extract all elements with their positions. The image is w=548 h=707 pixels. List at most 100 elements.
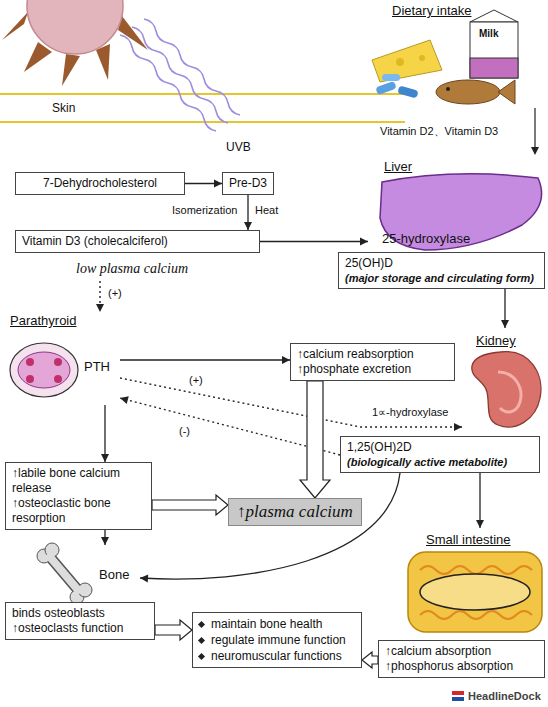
- bullet-item: maintain bone health: [199, 616, 355, 632]
- arrow-head: [282, 356, 290, 364]
- kidney-organ: Kidney: [462, 328, 545, 432]
- process-box: Vitamin D3 (cholecalciferol): [15, 230, 260, 253]
- food-figure: [372, 10, 518, 104]
- arrow-head: [120, 396, 129, 404]
- edge-label: (+): [188, 373, 204, 387]
- metabolite-box: 25(OH)D(major storage and circulating fo…: [338, 252, 545, 289]
- node-text: ↑osteoclastic bone resorption: [12, 496, 145, 526]
- connector: [476, 473, 484, 528]
- node-text: (biologically active metabolite): [347, 455, 533, 469]
- liver-organ: Liver 25-hydroxylase: [368, 155, 545, 252]
- process-box: Pre-D3: [222, 172, 274, 195]
- connector-line: [104, 405, 105, 462]
- connector: [120, 378, 462, 431]
- source-label: Vitamin D2、Vitamin D3: [380, 124, 498, 138]
- arrow-head: [101, 454, 109, 462]
- skin-line: [0, 93, 405, 95]
- organ-heading: Liver: [384, 159, 412, 174]
- kidney-figure: [472, 352, 541, 427]
- effect-box: ↑calcium absorption↑phosphorus absorptio…: [378, 640, 545, 678]
- liver-figure: [380, 174, 542, 250]
- package-label: Milk: [479, 27, 498, 41]
- node-text: ↑calcium absorption: [385, 644, 538, 659]
- node-text: 25(OH)D: [345, 256, 538, 271]
- trigger-label: low plasma calcium: [76, 261, 188, 277]
- connector: [185, 180, 222, 188]
- bullet-text: maintain bone health: [211, 616, 322, 632]
- arrow-head: [140, 575, 148, 583]
- effect-box: ↑labile bone calcium release↑osteoclasti…: [5, 462, 152, 530]
- metabolite-box: 1,25(OH)2D(biologically active metabolit…: [340, 436, 540, 473]
- connector-line: [140, 473, 400, 579]
- trigger-arrow: [99, 281, 100, 305]
- skin-line: [0, 121, 405, 123]
- parathyroid-figure: [10, 343, 78, 397]
- organ-heading: Parathyroid: [10, 313, 76, 328]
- intestine-figure: [408, 552, 542, 632]
- bullet-text: regulate immune function: [211, 632, 346, 648]
- organ-heading: Kidney: [476, 333, 516, 348]
- watermark-icon: [452, 691, 464, 695]
- process-box: 7-Dehydrocholesterol: [15, 172, 185, 195]
- effect-box: ↑calcium reabsorption↑phosphate excretio…: [290, 343, 455, 381]
- uvb-waves: [120, 19, 240, 131]
- node-text: ↑osteoclasts function: [12, 621, 148, 636]
- arrow-head: [476, 520, 484, 528]
- section-heading: Dietary intake: [392, 4, 471, 18]
- arrow-head: [531, 147, 539, 155]
- connector: [101, 530, 109, 545]
- arrow-head: [214, 180, 222, 188]
- arrow-head: [96, 304, 104, 312]
- sign-label: (+): [108, 286, 122, 300]
- arrow-head: [244, 222, 252, 230]
- bone-figure: [37, 543, 92, 604]
- connector-line: [479, 473, 480, 528]
- connector: [155, 620, 192, 640]
- node-text: (major storage and circulating form): [345, 271, 538, 285]
- connector: [260, 238, 368, 246]
- node-text: Pre-D3: [229, 176, 267, 191]
- intake-arrow: [534, 108, 535, 147]
- hollow-arrow: [362, 652, 378, 668]
- bullet-diamond: [198, 636, 205, 643]
- connector: [244, 195, 252, 230]
- sun-figure: [2, 0, 148, 86]
- node-text: ↑phosphate excretion: [297, 362, 448, 377]
- connector: [101, 405, 109, 462]
- organ-text: PTH: [84, 359, 110, 374]
- hollow-arrow: [152, 495, 228, 515]
- function-box: maintain bone healthregulate immune func…: [192, 612, 362, 668]
- organ-text: 25-hydroxylase: [382, 231, 470, 246]
- process-label: Isomerization: [172, 203, 237, 217]
- arrow-head: [501, 320, 509, 328]
- node-text: ↑plasma calcium: [237, 502, 353, 522]
- enzyme-label: 1∝-hydroxylase: [372, 405, 448, 419]
- node-text: ↑calcium reabsorption: [297, 347, 448, 362]
- connector: [140, 473, 400, 583]
- connector: [501, 289, 509, 328]
- watermark-icon: [452, 697, 464, 701]
- node-text: 1,25(OH)2D: [347, 440, 533, 455]
- node-text: ↑labile bone calcium release: [12, 466, 145, 496]
- connector: [362, 652, 378, 668]
- organ-heading: Bone: [99, 567, 129, 582]
- node-text: Vitamin D3 (cholecalciferol): [22, 234, 253, 249]
- connector: [120, 356, 290, 364]
- connector-line: [120, 359, 290, 360]
- bullet-text: neuromuscular functions: [211, 648, 342, 664]
- connector: [300, 381, 330, 498]
- bullet-item: regulate immune function: [199, 632, 355, 648]
- node-text: ↑phosphorus absorption: [385, 659, 538, 674]
- connector: [152, 495, 228, 515]
- bullet-item: neuromuscular functions: [199, 648, 355, 664]
- arrow-head: [101, 537, 109, 545]
- edge-label: (-): [178, 424, 191, 438]
- parathyroid-gland: ParathyroidPTH: [8, 313, 120, 405]
- node-text: 7-Dehydrocholesterol: [22, 176, 178, 191]
- organ-heading: Small intestine: [426, 532, 511, 547]
- layer-label: Skin: [52, 101, 75, 115]
- process-label: Heat: [255, 203, 278, 217]
